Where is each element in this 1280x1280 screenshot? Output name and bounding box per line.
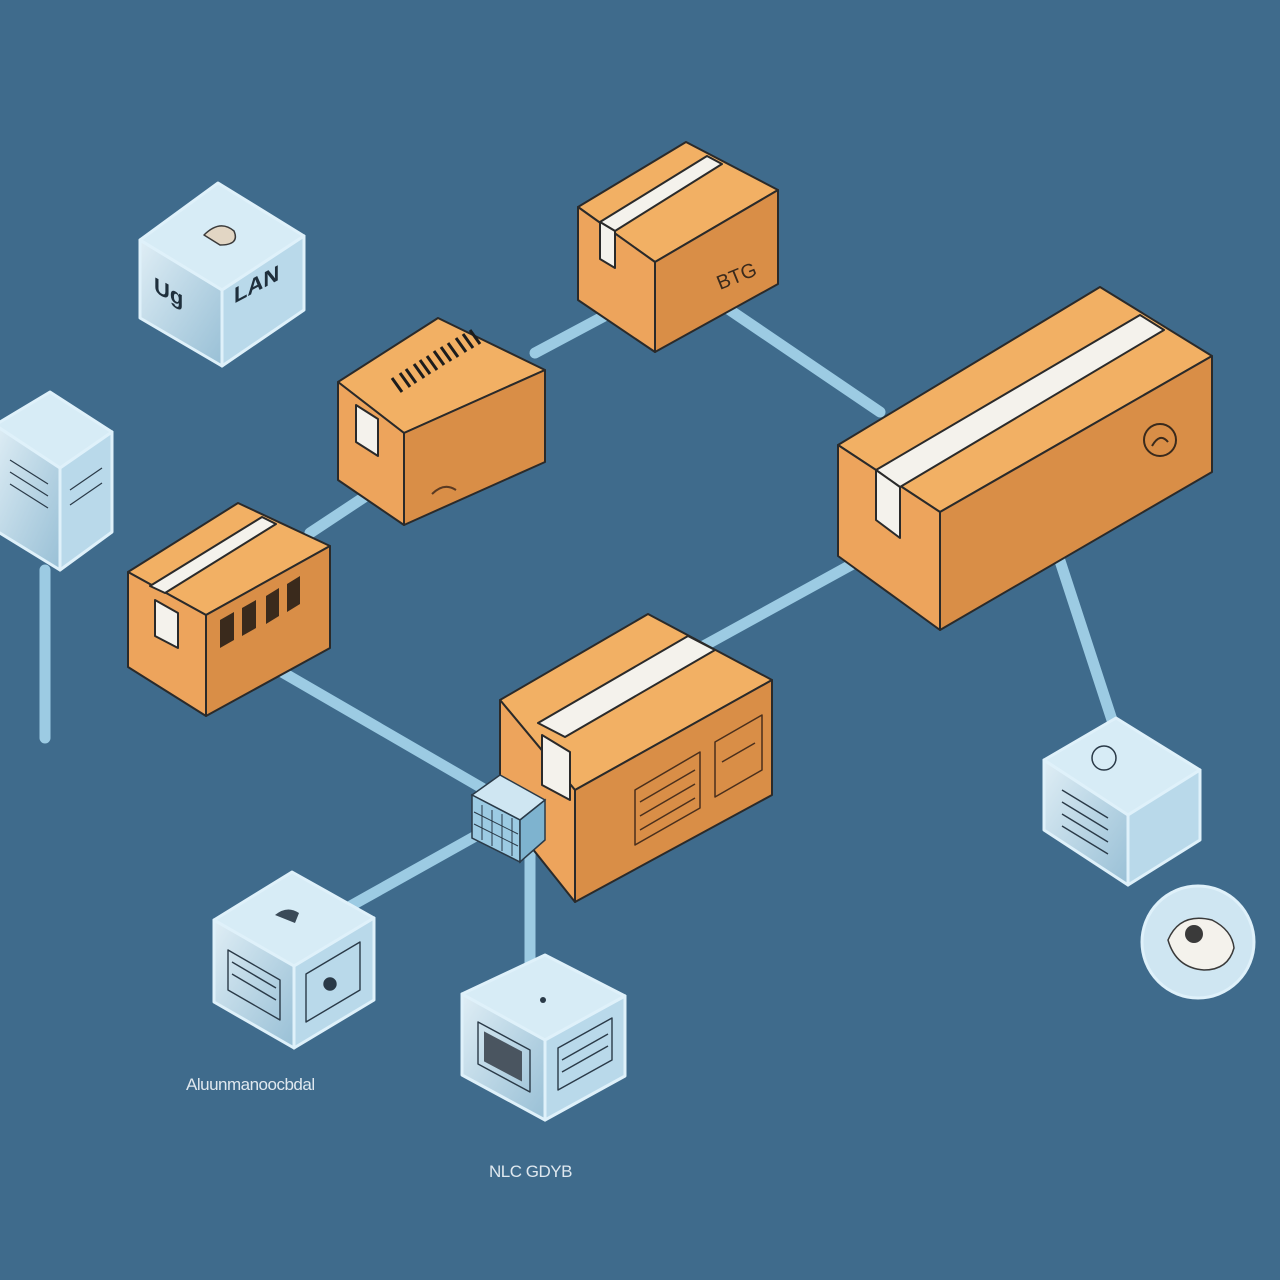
token-disc bbox=[1140, 884, 1256, 1000]
barcode-icon bbox=[390, 329, 482, 393]
connectors bbox=[39, 294, 1118, 974]
glass-cube-bottom-left bbox=[212, 870, 376, 1050]
cardboard-box-barcode bbox=[337, 317, 546, 526]
connector-left-to-router bbox=[269, 662, 488, 794]
cardboard-box-top-center: BTG bbox=[577, 141, 779, 353]
token-coin-icon bbox=[1143, 423, 1177, 457]
glass-cube-bottom-center bbox=[460, 953, 627, 1122]
glass-cube-far-left bbox=[0, 390, 114, 572]
box-panel-marks bbox=[634, 714, 763, 846]
glass-cube-top-left: Ug LAN bbox=[138, 181, 306, 368]
diagram-caption-2: NLC GDYB bbox=[489, 1162, 572, 1181]
mesh-router-icon bbox=[470, 774, 547, 864]
cardboard-box-large-right bbox=[837, 286, 1213, 631]
cardboard-box-left bbox=[127, 502, 331, 717]
connector-topbox-to-large bbox=[709, 294, 886, 418]
connector-barcode-to-topbox bbox=[529, 307, 616, 359]
connector-center-to-large bbox=[694, 554, 866, 654]
cardboard-box-center-bottom bbox=[499, 613, 773, 903]
window-marks bbox=[220, 576, 300, 648]
glass-cube-right bbox=[1042, 716, 1202, 887]
diagram-caption-1: Aluunmanoocbdal bbox=[186, 1075, 315, 1094]
connector-router-to-cube-bottom-left bbox=[332, 822, 496, 919]
